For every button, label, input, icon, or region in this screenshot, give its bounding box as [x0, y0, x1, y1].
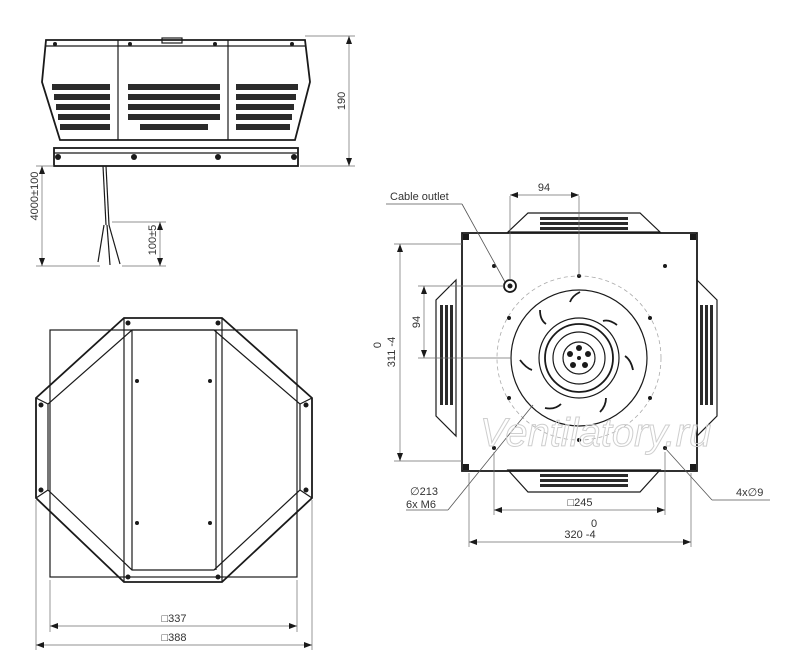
front-view: 94 Cable outlet 94 0 311 -4 ∅213 6x M6 4…: [372, 182, 770, 547]
tol-bottom-lower-label: 320 -4: [564, 529, 595, 541]
top-view: □337 □388: [35, 317, 313, 650]
front-grille-left: [440, 305, 453, 405]
tol-left-upper-label: 0: [372, 342, 384, 348]
cable-length-label: 4000±100: [29, 172, 41, 221]
cable: [97, 165, 121, 266]
holes-label: 4x∅9: [736, 487, 763, 499]
sq-337-label: □337: [162, 613, 187, 625]
watermark: Ventilatory.ru: [480, 411, 711, 455]
dim-94-top-label: 94: [538, 182, 550, 194]
cable-outlet-label: Cable outlet: [390, 191, 449, 203]
sq-245-label: □245: [568, 497, 593, 509]
strip-length-label: 100±5: [147, 225, 159, 256]
front-grille-bottom: [540, 474, 628, 487]
dia-213-label: ∅213: [410, 486, 438, 498]
screws-label: 6x M6: [406, 499, 436, 511]
sq-388-label: □388: [162, 632, 187, 644]
front-grille-top: [540, 217, 628, 230]
side-grille-center: [128, 84, 220, 130]
height-190-label: 190: [336, 92, 348, 110]
front-grille-right: [700, 305, 713, 405]
side-grille-right: [236, 84, 298, 130]
side-view: 190 4000±100 100±5: [29, 35, 355, 267]
tol-left-lower-label: 311 -4: [386, 337, 398, 367]
dim-94-left-label: 94: [411, 316, 423, 328]
tol-bottom-upper-label: 0: [591, 518, 597, 530]
side-grille-left: [52, 84, 110, 130]
